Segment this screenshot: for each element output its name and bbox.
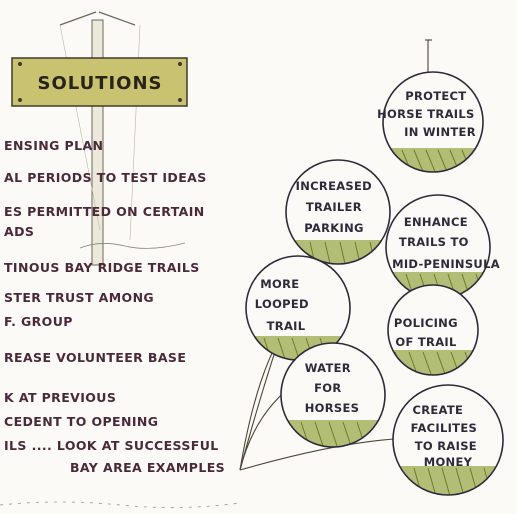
- bubble-enhance-trails: ENHANCE TRAILS TO MID-PENINSULA: [385, 194, 500, 300]
- list-item: STER TRUST AMONG F. GROUP: [4, 290, 159, 329]
- list-item: ENSING PLAN: [4, 138, 103, 153]
- sign-title: SOLUTIONS: [37, 73, 162, 94]
- list-item-line: F. GROUP: [4, 314, 73, 329]
- bubble-label: PROTECT HORSE TRAILS IN WINTER: [377, 89, 479, 139]
- list-item-line: BAY AREA EXAMPLES: [70, 460, 225, 475]
- bubble-label: WATER FOR HORSES: [305, 361, 360, 415]
- list-item: REASE VOLUNTEER BASE: [4, 350, 186, 365]
- list-item-line: AL PERIODS TO TEST IDEAS: [4, 170, 207, 185]
- bubble-protect-trails: PROTECT HORSE TRAILS IN WINTER: [377, 71, 484, 173]
- bubble-label: MORE LOOPED TRAIL: [255, 277, 313, 333]
- list-item-line: ILS .... LOOK AT SUCCESSFUL: [4, 438, 219, 453]
- bubble-label: CREATE FACILITES TO RAISE MONEY: [411, 403, 482, 469]
- bubble-policing: POLICING OF TRAIL: [387, 284, 479, 376]
- solutions-list: ENSING PLAN AL PERIODS TO TEST IDEAS ES …: [0, 138, 241, 508]
- list-item: AL PERIODS TO TEST IDEAS: [4, 170, 207, 185]
- list-item: TINOUS BAY RIDGE TRAILS: [4, 260, 200, 275]
- list-item-line: K AT PREVIOUS: [4, 390, 116, 405]
- list-item-line: TINOUS BAY RIDGE TRAILS: [4, 260, 200, 275]
- list-item-line: REASE VOLUNTEER BASE: [4, 350, 186, 365]
- bubble-raise-money: CREATE FACILITES TO RAISE MONEY: [392, 384, 504, 496]
- list-item-line: ES PERMITTED ON CERTAIN: [4, 204, 205, 219]
- bubble-label: ENHANCE TRAILS TO MID-PENINSULA: [392, 215, 500, 271]
- bubble-label: POLICING OF TRAIL: [394, 316, 462, 349]
- list-item: K AT PREVIOUS CEDENT TO OPENING ILS ....…: [4, 390, 225, 475]
- list-item: ES PERMITTED ON CERTAIN ADS: [4, 204, 209, 239]
- list-item-line: CEDENT TO OPENING: [4, 414, 158, 429]
- solutions-sign: SOLUTIONS: [11, 57, 188, 107]
- sign-post: [59, 11, 186, 266]
- list-item-line: ENSING PLAN: [4, 138, 103, 153]
- list-item-line: ADS: [4, 224, 34, 239]
- bubble-trailer-parking: INCREASED TRAILER PARKING: [285, 159, 391, 265]
- bubble-label: INCREASED TRAILER PARKING: [296, 179, 377, 235]
- list-item-line: STER TRUST AMONG: [4, 290, 154, 305]
